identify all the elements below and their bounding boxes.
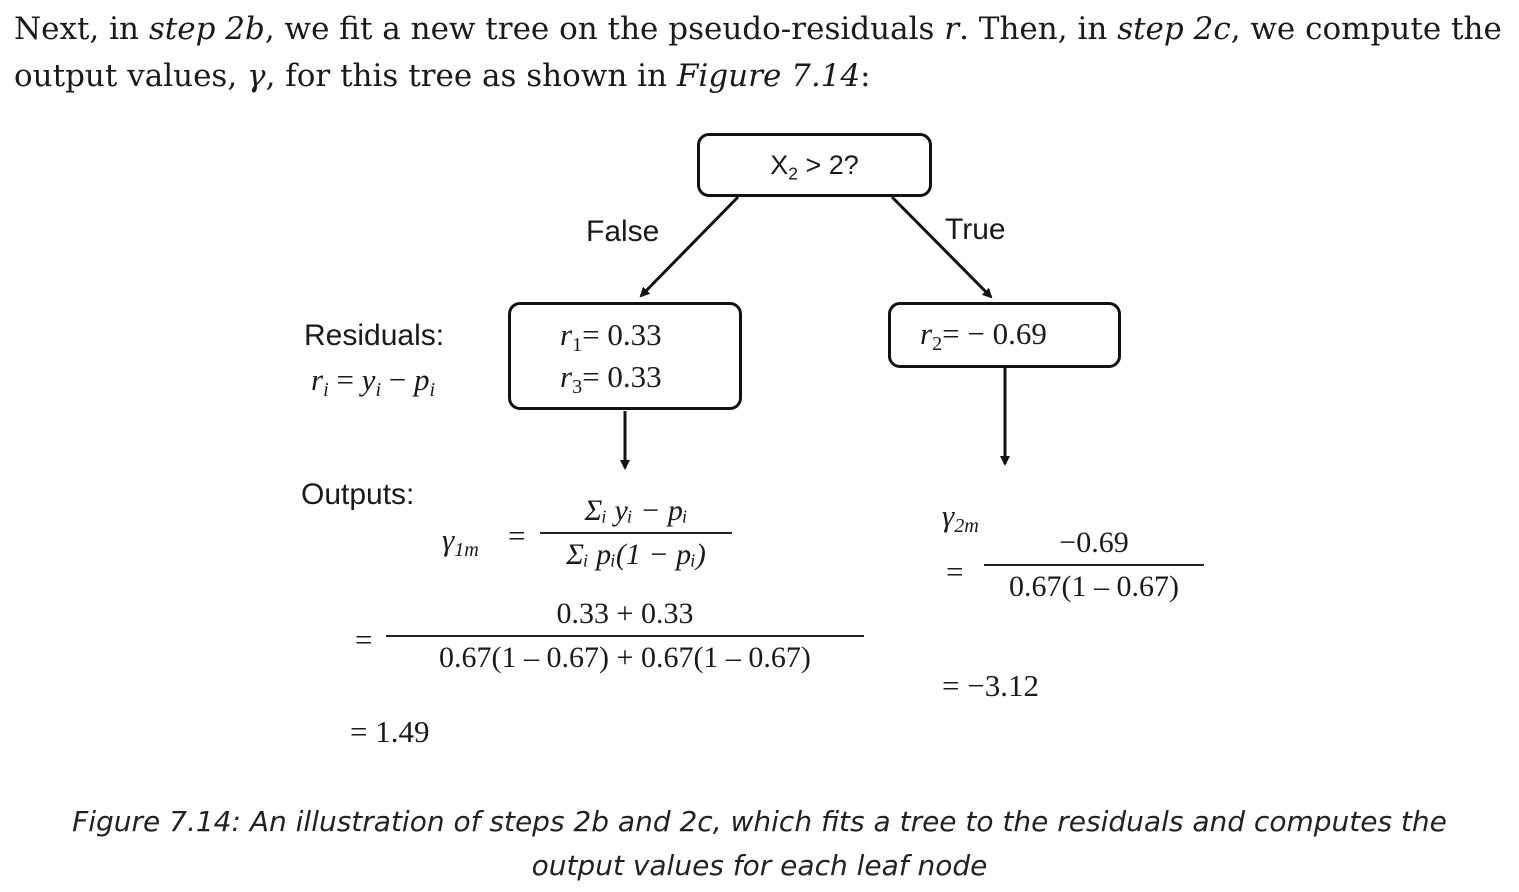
right-output-equals: =	[946, 554, 964, 589]
left-output-result: = 1.49	[350, 714, 430, 749]
caption-line-1: Figure 7.14: An illustration of steps 2b…	[72, 805, 1447, 838]
right-leaf-line: r2= − 0.69	[920, 316, 1047, 356]
right-output-result: = −3.12	[942, 668, 1039, 703]
left-output-general-denominator: Σᵢ pᵢ(1 − pᵢ)	[566, 538, 706, 571]
left-output-equals: =	[508, 518, 526, 553]
left-leaf-line-1: r1= 0.33	[560, 317, 662, 357]
paragraph-text: , for this tree as shown in	[265, 58, 677, 94]
right-output-numerator: −0.69	[1059, 526, 1129, 559]
paragraph-figure-ref: Figure 7.14	[676, 58, 861, 94]
right-output-gamma: γ2m	[942, 498, 979, 538]
outputs-label: Outputs:	[301, 478, 415, 511]
left-leaf-line-2: r3= 0.33	[560, 359, 662, 399]
edge-true	[890, 195, 993, 299]
left-output-denominator: 0.67(1 – 0.67) + 0.67(1 – 0.67)	[439, 641, 811, 674]
residuals-label: Residuals:	[304, 319, 445, 352]
edge-false	[639, 195, 740, 298]
paragraph-gamma-symbol: γ	[247, 58, 266, 94]
left-leaf-node	[508, 302, 742, 410]
fraction-bar	[540, 532, 732, 534]
right-output-fraction: −0.69 0.67(1 – 0.67)	[984, 526, 1204, 604]
paragraph-text: Next, in	[14, 11, 149, 47]
paragraph-text: , we compute the output values,	[14, 11, 1502, 94]
paragraph-step-2b: step 2b	[148, 11, 265, 47]
paragraph-step-2c: step 2c	[1117, 11, 1231, 47]
left-output-general-fraction: Σᵢ yᵢ − pᵢ Σᵢ pᵢ(1 − pᵢ)	[540, 494, 732, 572]
left-output-numerator: 0.33 + 0.33	[556, 597, 694, 630]
edge-true-label: True	[945, 213, 1006, 246]
left-output-general-numerator: Σᵢ yᵢ − pᵢ	[584, 494, 688, 527]
residuals-formula: ri = yi − pi	[311, 362, 436, 402]
root-node-label: X2 > 2?	[770, 150, 859, 184]
fraction-bar	[386, 635, 864, 637]
paragraph-r-symbol: r	[944, 11, 960, 47]
left-output-equals-2: =	[355, 622, 373, 657]
left-output-numeric-fraction: 0.33 + 0.33 0.67(1 – 0.67) + 0.67(1 – 0.…	[386, 597, 864, 675]
root-node	[697, 133, 932, 197]
paragraph-text: , we fit a new tree on the pseudo-residu…	[264, 11, 945, 47]
paragraph-text: :	[860, 58, 871, 94]
figure-caption: Figure 7.14: An illustration of steps 2b…	[0, 800, 1519, 888]
intro-paragraph: Next, in step 2b, we fit a new tree on t…	[14, 6, 1514, 100]
caption-line-2: output values for each leaf node	[531, 849, 988, 882]
right-leaf-node	[888, 302, 1121, 368]
fraction-bar	[984, 564, 1204, 566]
left-output-gamma: γ1m	[442, 522, 479, 562]
edge-false-label: False	[586, 215, 660, 248]
right-output-denominator: 0.67(1 – 0.67)	[1009, 570, 1179, 603]
paragraph-text: . Then, in	[959, 11, 1118, 47]
